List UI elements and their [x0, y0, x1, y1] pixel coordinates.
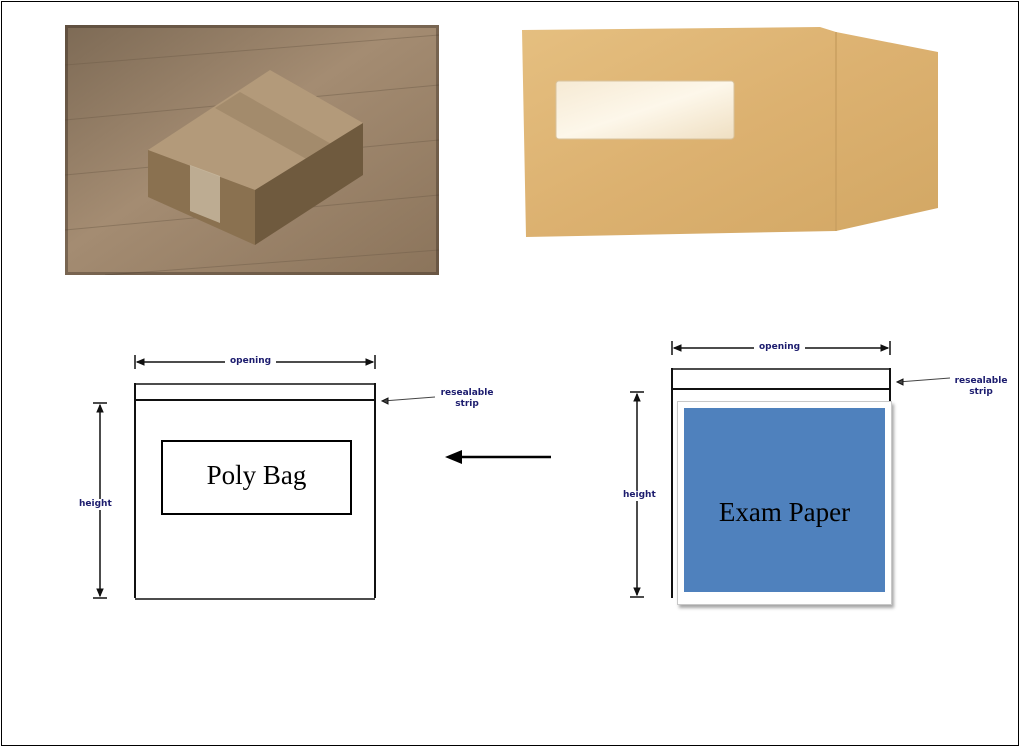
exam-paper-fill: Exam Paper: [684, 408, 885, 592]
exam-paper-card: Exam Paper: [677, 401, 892, 605]
poly-bag-label: Poly Bag: [206, 460, 307, 490]
left-arrow: [445, 450, 551, 464]
right-opening-label: opening: [754, 342, 806, 353]
cardboard-box-photo: [65, 25, 439, 275]
exam-paper-label: Exam Paper: [718, 497, 851, 527]
window-envelope-photo: [522, 27, 938, 237]
right-height-label: height: [618, 490, 661, 501]
left-opening-label: opening: [225, 356, 277, 367]
left-height-label: height: [74, 499, 117, 510]
poly-bag-box: Poly Bag: [161, 440, 352, 515]
